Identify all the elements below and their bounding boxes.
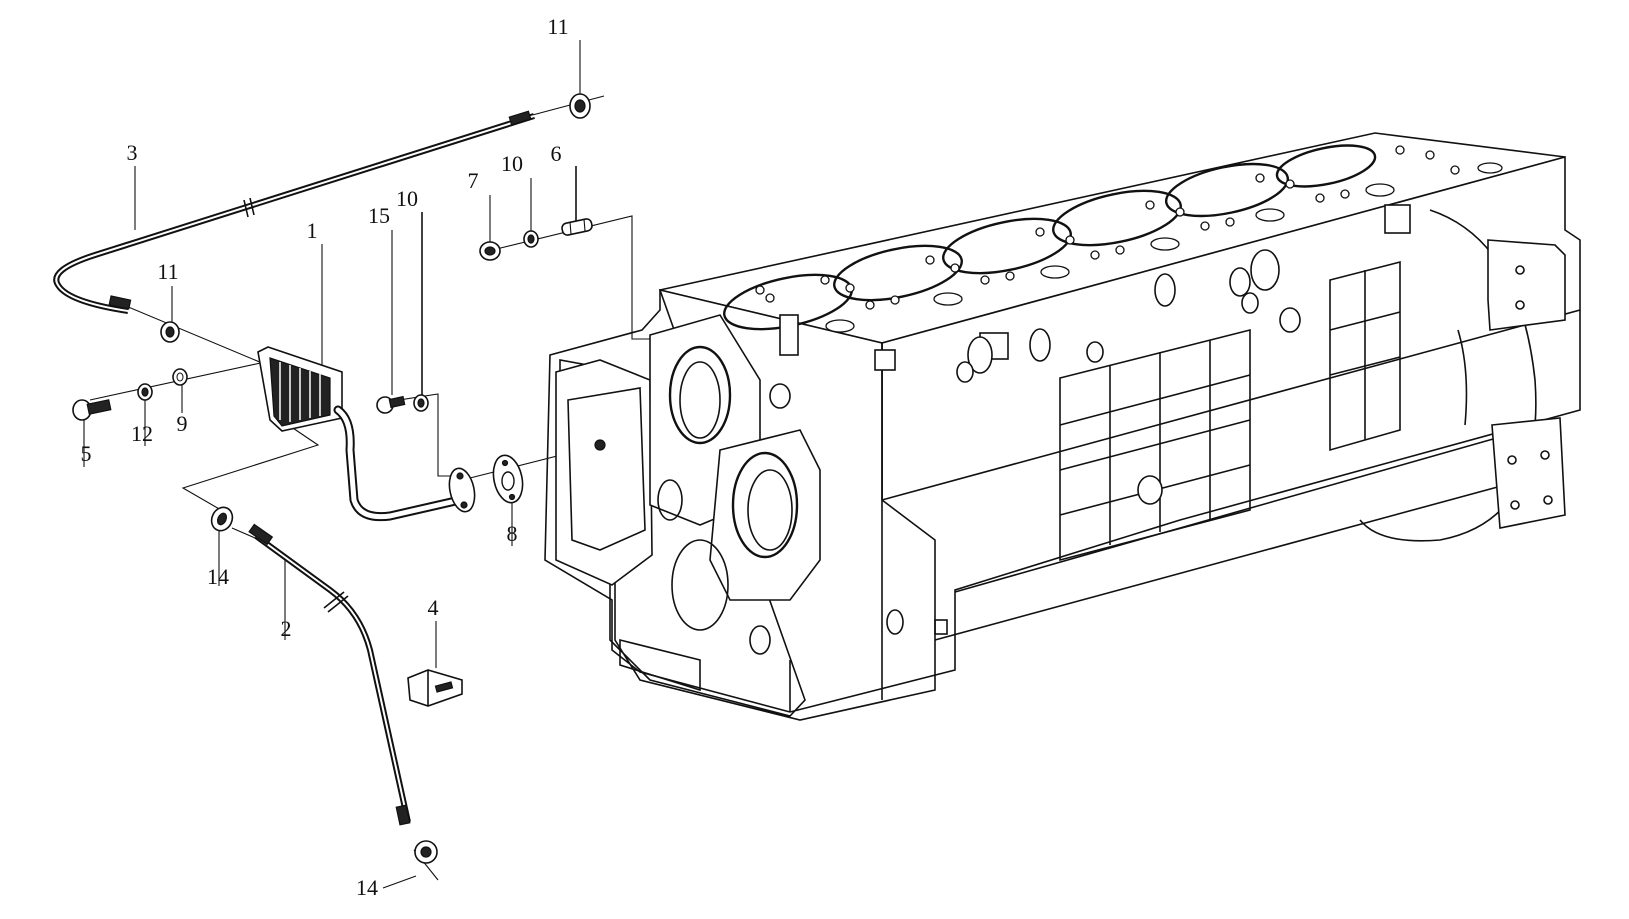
callout-11-lower: 11 (157, 259, 179, 284)
part-7-nut (479, 241, 501, 261)
engine-cylinder-block (544, 132, 1581, 721)
callout-9: 9 (176, 411, 188, 436)
callout-11-top: 11 (547, 14, 569, 39)
part-2-oil-pipe-lower (248, 523, 411, 826)
block-side-features (779, 204, 1411, 374)
flywheel-housing (1359, 209, 1566, 542)
callout-3: 3 (126, 140, 138, 165)
front-covers (555, 314, 948, 692)
part-4-clamp (407, 669, 463, 707)
callout-6: 6 (550, 141, 562, 166)
callout-2: 2 (280, 616, 292, 641)
part-10-washer-a (523, 230, 539, 248)
callout-12: 12 (131, 421, 153, 446)
part-12-washer (137, 383, 153, 401)
part-11-nut-lower (160, 321, 180, 343)
callout-10-upper: 10 (501, 151, 523, 176)
callout-8: 8 (506, 521, 518, 546)
part-14-nut-a (210, 506, 234, 532)
callout-1: 1 (306, 218, 318, 243)
callout-14-upper: 14 (207, 564, 229, 589)
part-15-bolt (376, 395, 406, 414)
crankcase-ribs (769, 260, 1401, 562)
part-1-oil-pipe-strainer (257, 346, 476, 522)
part-10-washer-b (413, 394, 429, 412)
part-14-nut-b (414, 840, 438, 864)
callout-7: 7 (467, 168, 479, 193)
callout-15: 15 (368, 203, 390, 228)
part-9-washer (172, 368, 188, 386)
part-5-bolt (72, 399, 112, 421)
callout-10-lower: 10 (396, 186, 418, 211)
part-11-nut-top (569, 93, 591, 119)
part-8-gasket (492, 454, 524, 504)
cylinder-bores (723, 144, 1377, 331)
callout-4: 4 (427, 595, 439, 620)
part-3-oil-pipe (53, 110, 535, 314)
deck-holes (755, 145, 1503, 333)
callout-14-lower: 14 (356, 875, 378, 900)
part-6-stud (561, 218, 593, 236)
callout-5: 5 (80, 441, 92, 466)
